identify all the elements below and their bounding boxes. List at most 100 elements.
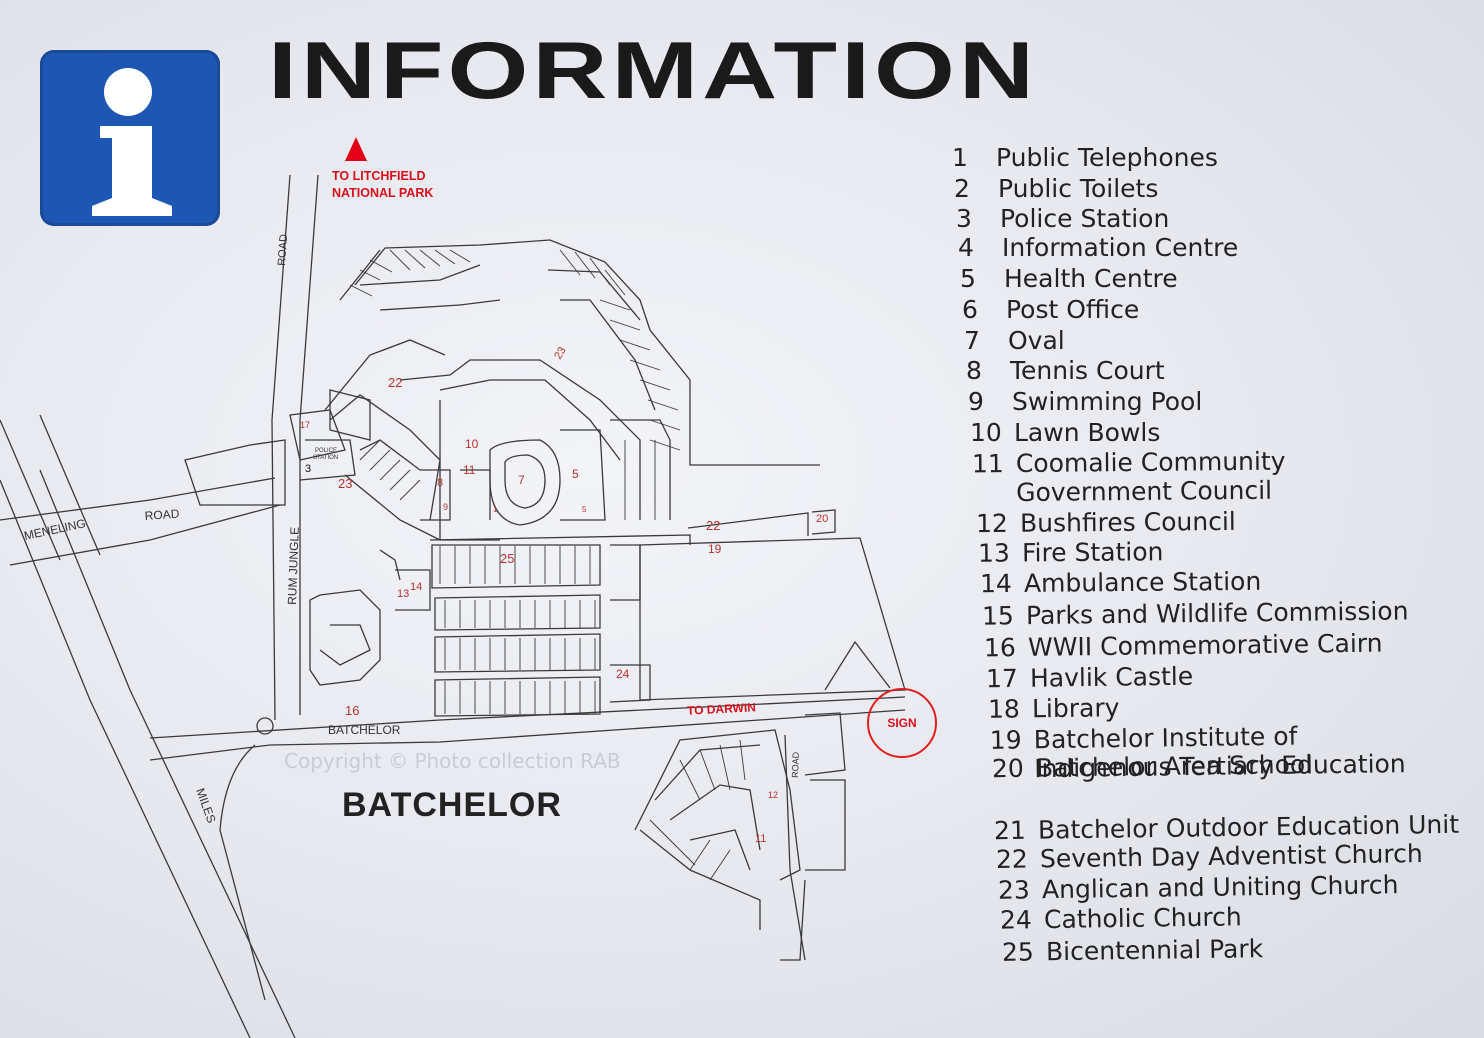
legend-text: Seventh Day Adventist Church bbox=[1039, 839, 1423, 874]
sign-location-marker: SIGN bbox=[867, 688, 937, 758]
legend-number: 10 bbox=[970, 418, 1002, 447]
legend-item-7: 7 Oval bbox=[964, 326, 1065, 355]
map-num-10: 11 bbox=[463, 463, 476, 477]
miles-label: MILES bbox=[193, 786, 218, 825]
legend-number: 23 bbox=[997, 875, 1031, 905]
legend-number: 6 bbox=[962, 295, 978, 324]
legend-text: WWII Commemorative Cairn bbox=[1027, 628, 1383, 662]
legend-number: 22 bbox=[995, 844, 1029, 874]
legend-number: 9 bbox=[968, 387, 984, 416]
sign-label: SIGN bbox=[887, 716, 917, 730]
legend-text: Tennis Court bbox=[1010, 356, 1165, 385]
legend-text: Lawn Bowls bbox=[1014, 418, 1161, 447]
map-num-9: 10 bbox=[465, 437, 479, 451]
legend-text: Anglican and Uniting Church bbox=[1041, 870, 1399, 905]
legend-item-16: 16 WWII Commemorative Cairn bbox=[984, 629, 1383, 663]
legend-item-18: 18 Library bbox=[988, 693, 1120, 724]
to-litchfield-line2: NATIONAL PARK bbox=[332, 186, 434, 200]
batchelor-road-north bbox=[149, 696, 906, 739]
map-num-23: 23 bbox=[552, 345, 569, 362]
legend-item-23: 23 Anglican and Uniting Church bbox=[998, 870, 1399, 905]
north-arrow-icon bbox=[345, 137, 367, 161]
legend-item-8: 8 Tennis Court bbox=[966, 356, 1165, 385]
map-num-3: 3 bbox=[305, 463, 311, 475]
legend-item-12: 12 Bushfires Council bbox=[976, 507, 1236, 538]
legend-number: 12 bbox=[975, 508, 1008, 539]
legend-number: 7 bbox=[964, 326, 980, 355]
map-num-16: 16 bbox=[345, 703, 359, 718]
road-east-label: ROAD bbox=[790, 751, 801, 778]
map-num-20: 22 bbox=[706, 518, 720, 533]
legend-text: Health Centre bbox=[1004, 264, 1178, 293]
legend-text: Fire Station bbox=[1021, 537, 1164, 568]
map-num-13: 13 bbox=[397, 588, 409, 600]
legend-text: Oval bbox=[1008, 326, 1065, 355]
legend-text: Havlik Castle bbox=[1029, 661, 1194, 693]
legend-number: 4 bbox=[958, 233, 974, 262]
meneling-road-north bbox=[0, 477, 276, 521]
legend-number: 21 bbox=[993, 815, 1027, 846]
legend-text: Post Office bbox=[1006, 295, 1140, 324]
legend-number: 20 bbox=[991, 753, 1025, 784]
rum-jungle-road-east bbox=[299, 174, 319, 715]
legend-number: 3 bbox=[956, 204, 972, 233]
to-litchfield-line1: TO LITCHFIELD bbox=[332, 169, 426, 183]
legend-item-15: 15 Parks and Wildlife Commission bbox=[982, 596, 1409, 630]
legend-item-10: 10 Lawn Bowls bbox=[970, 418, 1160, 447]
sign-title: INFORMATION bbox=[268, 25, 1038, 117]
rum-jungle-label: RUM JUNGLE bbox=[285, 527, 302, 605]
legend-number: 18 bbox=[987, 694, 1020, 724]
map-num-17: 17 bbox=[300, 420, 310, 430]
legend-number: 13 bbox=[977, 538, 1010, 568]
highway-west-edge bbox=[0, 479, 251, 1038]
legend-text: Bushfires Council bbox=[1019, 506, 1236, 538]
legend-text: Public Toilets bbox=[998, 174, 1159, 203]
map-num-5: 5 bbox=[572, 467, 579, 481]
legend-text: Coomalie Community bbox=[1015, 446, 1286, 478]
legend-text: Ambulance Station bbox=[1023, 566, 1262, 598]
information-i-icon bbox=[40, 50, 220, 226]
map-num-19: 19 bbox=[708, 542, 722, 556]
map-num-6: 9 bbox=[443, 502, 448, 512]
legend-number: 11 bbox=[971, 449, 1004, 479]
map-num-21: 23 bbox=[338, 476, 352, 491]
legend-number: 19 bbox=[989, 725, 1022, 755]
legend-number: 15 bbox=[981, 601, 1015, 631]
police-station-label-2: STATION bbox=[313, 455, 338, 461]
batchelor-road-label: BATCHELOR bbox=[328, 723, 401, 737]
batchelor-road-south bbox=[149, 709, 906, 761]
map-num-8: 8 bbox=[437, 477, 443, 489]
rum-jungle-road-west bbox=[271, 174, 291, 721]
legend-text: Batchelor Institute of bbox=[1033, 721, 1298, 755]
to-litchfield-annotation: TO LITCHFIELD NATIONAL PARK bbox=[332, 168, 433, 202]
town-name: BATCHELOR bbox=[342, 786, 562, 824]
legend-number: 1 bbox=[952, 143, 968, 172]
map-num-18: 20 bbox=[816, 513, 828, 525]
legend-number: 2 bbox=[954, 174, 970, 203]
legend-number: 8 bbox=[966, 356, 982, 385]
map-num-7: 7 bbox=[518, 473, 525, 487]
legend-text: Police Station bbox=[1000, 204, 1170, 233]
legend-item-13: 13 Fire Station bbox=[978, 537, 1164, 568]
legend-text-continued: Government Council bbox=[1016, 475, 1273, 507]
road-label-top: ROAD bbox=[276, 234, 290, 267]
legend-number: 17 bbox=[985, 663, 1018, 694]
legend-number: 24 bbox=[999, 905, 1033, 935]
legend-text: Library bbox=[1031, 693, 1120, 724]
map-num-14: 14 bbox=[410, 581, 422, 593]
map-num-24: 24 bbox=[616, 667, 630, 681]
map-num-25: 25 bbox=[500, 551, 514, 566]
meneling-road-label: ROAD bbox=[144, 507, 180, 523]
legend-text: Parks and Wildlife Commission bbox=[1025, 596, 1409, 631]
legend-number: 16 bbox=[983, 633, 1017, 663]
legend-number: 5 bbox=[960, 264, 976, 293]
map-num-22: 22 bbox=[388, 375, 402, 390]
